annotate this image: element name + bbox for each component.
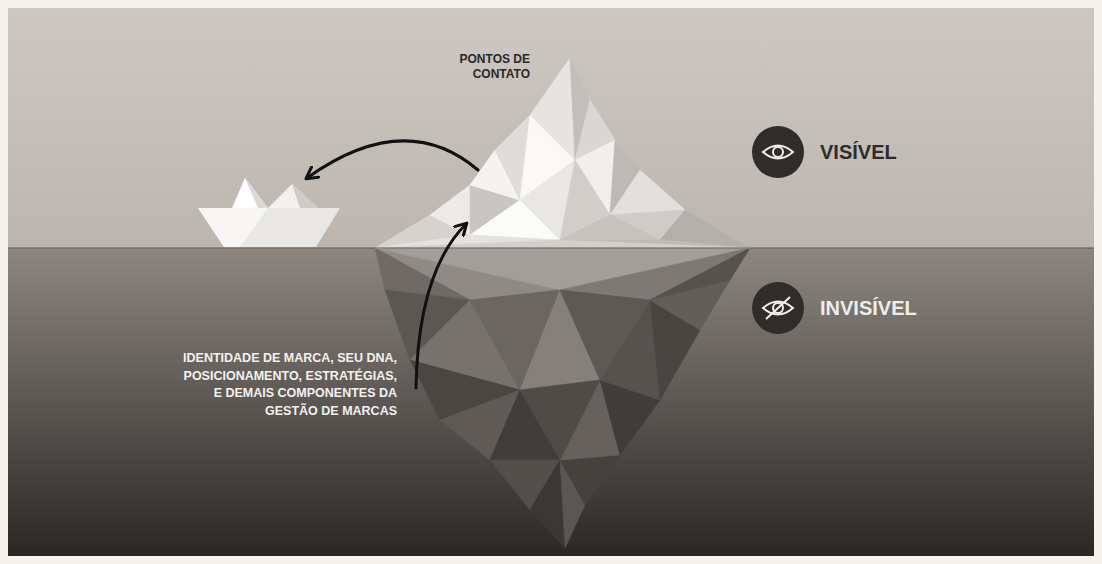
iceberg-facet — [530, 58, 575, 160]
iceberg-facet — [375, 240, 750, 248]
leader-arrow — [307, 141, 478, 178]
callout-label: PONTOS DE CONTATO — [420, 52, 530, 82]
iceberg-above — [375, 58, 750, 248]
leader-arrow — [416, 224, 466, 388]
sea — [8, 248, 1094, 556]
hidden-eye-icon — [752, 282, 804, 334]
iceberg-facet — [560, 290, 650, 380]
paper-boat — [198, 178, 340, 247]
eye-icon — [752, 126, 804, 178]
sky — [8, 8, 1094, 248]
iceberg-silhouette — [375, 58, 750, 248]
hidden-components-note: IDENTIDADE DE MARCA, SEU DNA, POSICIONAM… — [177, 350, 397, 420]
iceberg-facet — [610, 170, 685, 215]
iceberg-facet — [560, 215, 660, 240]
visible-label: VISÍVEL — [820, 139, 980, 165]
waterline — [8, 248, 1094, 249]
iceberg-facet — [560, 455, 620, 505]
iceberg-underwater — [375, 248, 750, 548]
invisible-label: INVISÍVEL — [820, 295, 980, 321]
iceberg-facet — [650, 248, 750, 300]
iceberg-facet — [520, 380, 600, 460]
iceberg-facet — [530, 460, 565, 548]
